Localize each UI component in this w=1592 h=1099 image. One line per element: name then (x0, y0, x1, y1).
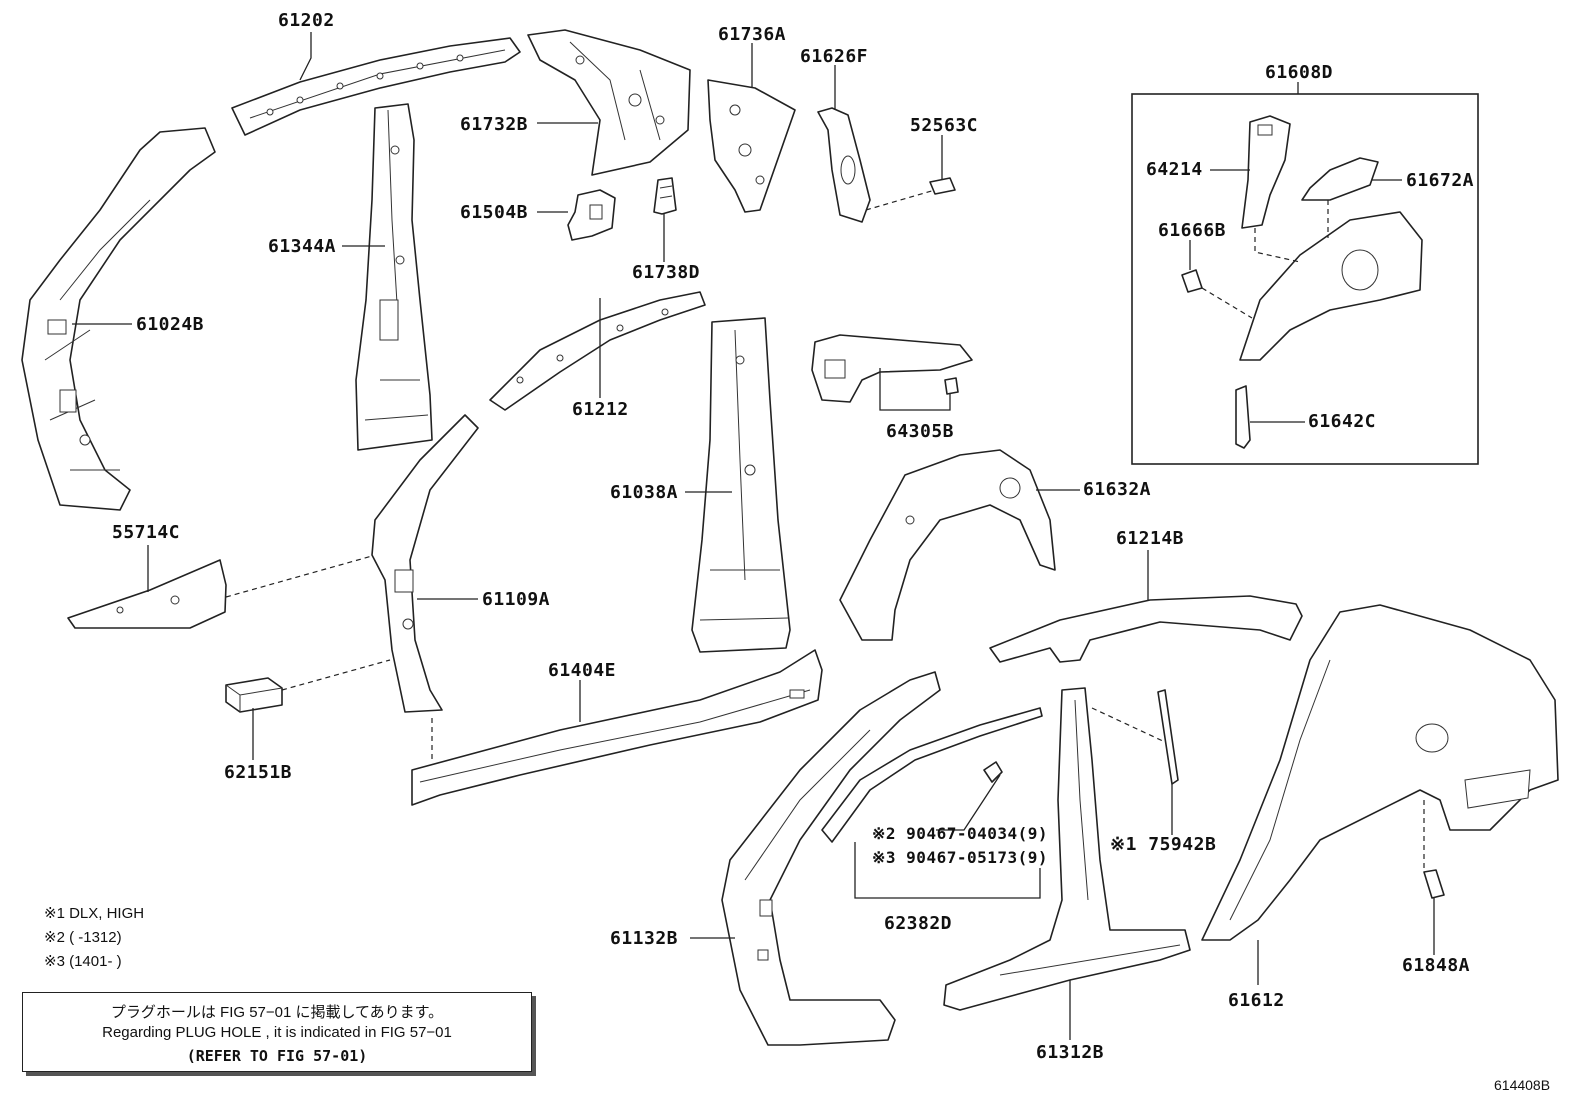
label-61404E: 61404E (548, 660, 617, 681)
label-61024B: 61024B (136, 314, 205, 335)
part-61732B-wheelhouse-front (527, 29, 691, 176)
part-61202-roof-rail (231, 37, 521, 136)
label-90467-05173: ※3 90467-05173(9) (872, 848, 1049, 867)
label-62382D: 62382D (884, 913, 953, 934)
part-61109A-hinge-pillar (371, 414, 479, 713)
label-55714C: 55714C (112, 522, 181, 543)
part-64305B-bracket (811, 334, 973, 403)
part-61736A-extension (707, 79, 796, 213)
part-61132B-body-side-front (721, 671, 941, 1046)
label-75942B: ※1 75942B (1110, 834, 1217, 855)
label-61848A: 61848A (1402, 955, 1471, 976)
part-61024B-front-pillar (21, 127, 216, 511)
reference-note-box: プラグホールは FIG 57−01 に掲載してあります。 Regarding P… (22, 992, 532, 1072)
reference-line-english: Regarding PLUG HOLE , it is indicated in… (102, 1024, 452, 1041)
part-64214-brace (1241, 115, 1291, 229)
footnote-2: ※2 ( -1312) (44, 929, 122, 946)
label-61666B: 61666B (1158, 220, 1227, 241)
part-52563C-clip (929, 177, 956, 195)
label-61038A: 61038A (610, 482, 679, 503)
part-61848A-clip (1423, 869, 1445, 899)
label-64305B: 64305B (886, 421, 955, 442)
part-75942B-garnish (1157, 689, 1179, 785)
leader-lines (72, 32, 1435, 1040)
part-61608D-group-box (1131, 93, 1479, 465)
part-61642C-stay (1235, 385, 1251, 449)
label-61632A: 61632A (1083, 479, 1152, 500)
reference-line-japanese: プラグホールは FIG 57−01 に掲載してあります。 (110, 1004, 444, 1021)
label-61312B: 61312B (1036, 1042, 1105, 1063)
label-90467-04034: ※2 90467-04034(9) (872, 824, 1049, 843)
part-61666B-retainer (1181, 269, 1203, 293)
label-61642C: 61642C (1308, 411, 1377, 432)
part-61038A-center-pillar (691, 317, 791, 653)
part-61344A-pillar-reinforcement (355, 103, 433, 451)
label-61202: 61202 (278, 10, 335, 31)
part-62382D-weatherstrip (821, 707, 1043, 843)
label-61608D: 61608D (1265, 62, 1334, 83)
assembly-dashed-lines (225, 189, 1425, 870)
label-61738D: 61738D (632, 262, 701, 283)
label-61109A: 61109A (482, 589, 551, 610)
part-61214B-roof-side-panel (989, 595, 1303, 663)
part-61626F-gusset (817, 107, 871, 223)
label-61612: 61612 (1228, 990, 1285, 1011)
part-61672A-bracket (1301, 157, 1379, 201)
part-61504B-bracket (567, 189, 616, 241)
label-61214B: 61214B (1116, 528, 1185, 549)
part-61738D-bracket (653, 177, 677, 215)
label-61212: 61212 (572, 399, 629, 420)
label-61672A: 61672A (1406, 170, 1475, 191)
part-61632A-quarter-inner (839, 449, 1056, 641)
label-61344A: 61344A (268, 236, 337, 257)
label-52563C: 52563C (910, 115, 979, 136)
reference-line-refer: (REFER TO FIG 57-01) (186, 1047, 368, 1065)
part-55714C-panel (67, 559, 227, 629)
label-64214: 64214 (1146, 159, 1203, 180)
figure-id: 614408B (1494, 1077, 1551, 1093)
label-61132B: 61132B (610, 928, 679, 949)
label-62151B: 62151B (224, 762, 293, 783)
label-61504B: 61504B (460, 202, 529, 223)
label-61736A: 61736A (718, 24, 787, 45)
part-62151B-block (225, 677, 283, 713)
footnote-3: ※3 (1401- ) (44, 953, 122, 970)
label-61732B: 61732B (460, 114, 529, 135)
part-61612-quarter-panel (1201, 604, 1559, 941)
label-61626F: 61626F (800, 46, 869, 67)
part-wheelhouse-inner (1239, 211, 1423, 361)
part-61212-roof-rail-inner (489, 291, 706, 411)
part-61404E-rocker-panel (411, 649, 823, 806)
footnote-1: ※1 DLX, HIGH (44, 905, 145, 922)
